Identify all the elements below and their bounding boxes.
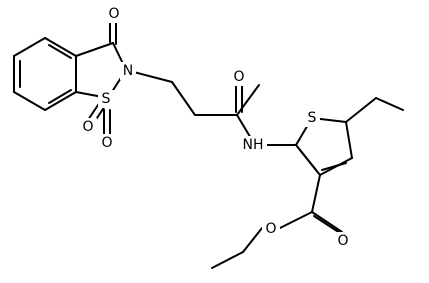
bond — [13, 37, 46, 57]
atom-o-sulfonyl-1: O — [79, 118, 97, 136]
atom-label: N — [123, 63, 133, 79]
bond — [321, 162, 347, 171]
atom-n-ring: N — [120, 62, 136, 80]
atom-label: S — [102, 91, 111, 107]
atom-labels: O N S O O O NH S — [79, 5, 352, 250]
bond — [75, 42, 114, 57]
bond — [345, 97, 377, 123]
bond — [375, 97, 404, 111]
bond — [299, 149, 317, 171]
bond-lines — [13, 17, 404, 269]
bond — [236, 84, 260, 116]
atom-s-sulfonyl: S — [98, 90, 114, 108]
atom-label: O — [337, 233, 348, 249]
atom-label: S — [308, 110, 317, 126]
bond — [311, 211, 343, 233]
atom-s-thiophene: S — [304, 109, 320, 127]
bond — [44, 91, 77, 111]
atom-o-ketone: O — [105, 5, 123, 23]
atom-label: O — [101, 135, 112, 151]
atom-o-ester-carbonyl: O — [334, 232, 352, 250]
atom-label: O — [82, 119, 93, 135]
bond — [242, 227, 263, 253]
bond — [211, 251, 244, 269]
atom-label: NH — [243, 137, 264, 153]
bond — [13, 91, 46, 111]
bond — [44, 37, 77, 57]
bond — [48, 89, 72, 104]
atom-label: O — [233, 69, 244, 85]
bond — [48, 44, 72, 59]
atom-nh-amide: NH — [239, 136, 267, 154]
bond — [345, 121, 353, 159]
bond — [171, 81, 196, 116]
bond — [279, 211, 313, 229]
bond — [313, 215, 341, 234]
atom-label: O — [265, 221, 276, 237]
atom-label: O — [108, 6, 119, 22]
atom-o-sulfonyl-2: O — [98, 134, 116, 152]
bond — [311, 174, 321, 213]
atom-o-amide: O — [230, 68, 248, 86]
atom-o-ester-ether: O — [262, 220, 280, 238]
